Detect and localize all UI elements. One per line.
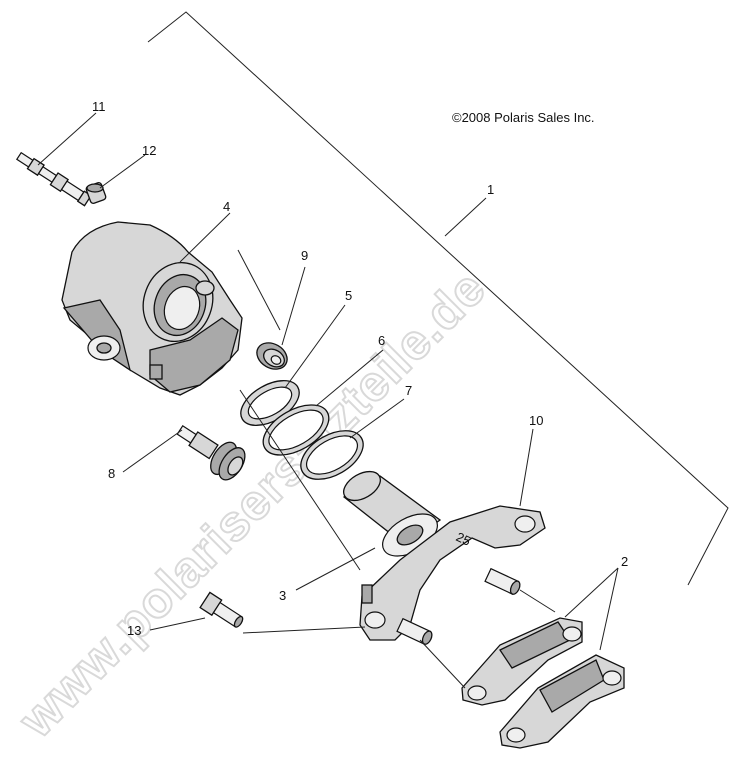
callout-8: 8 xyxy=(108,466,115,481)
part-brake-pads xyxy=(461,617,625,749)
callout-10: 10 xyxy=(529,413,543,428)
part-slide-pin xyxy=(176,424,246,481)
part-dust-seal xyxy=(300,430,364,480)
part-piston-seal xyxy=(262,404,330,456)
bracket-line xyxy=(147,11,729,586)
callout-3: 3 xyxy=(279,588,286,603)
callout-9: 9 xyxy=(301,248,308,263)
part-mounting-bolt xyxy=(199,591,244,628)
callout-7: 7 xyxy=(405,383,412,398)
callout-12: 12 xyxy=(142,143,156,158)
part-caliper-bracket: 25 xyxy=(359,505,546,645)
callout-1: 1 xyxy=(487,182,494,197)
leader-lines xyxy=(37,112,619,689)
callout-6: 6 xyxy=(378,333,385,348)
callout-4: 4 xyxy=(223,199,230,214)
bracket-stamp: 25 xyxy=(454,529,473,549)
assembly-bracket xyxy=(147,11,729,586)
part-caliper-housing xyxy=(61,221,243,396)
watermark: www.polarisersatzteile.de xyxy=(6,259,497,750)
part-small-seal-ring xyxy=(240,380,300,426)
callout-11: 11 xyxy=(92,99,106,114)
copyright-text: ©2008 Polaris Sales Inc. xyxy=(452,110,595,125)
callout-2: 2 xyxy=(621,554,628,569)
callout-5: 5 xyxy=(345,288,352,303)
callouts: 1 2 3 4 5 6 7 8 9 10 11 12 13 xyxy=(92,99,628,638)
part-bleeder-valve xyxy=(15,151,92,207)
watermark-text: www.polarisersatzteile.de xyxy=(7,260,496,749)
callout-13: 13 xyxy=(127,623,141,638)
part-boot-seal xyxy=(256,342,288,370)
